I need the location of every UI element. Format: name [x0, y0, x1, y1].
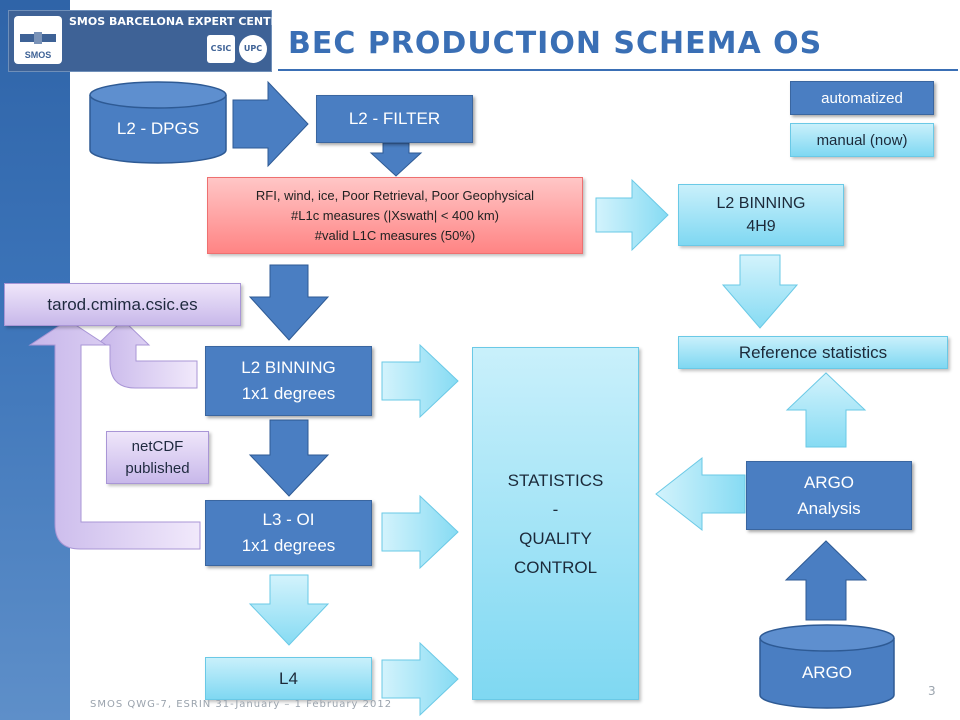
- footer-event: SMOS QWG-7, ESRIN 31-January – 1 Februar…: [90, 699, 393, 710]
- csic-logo: CSIC: [207, 35, 235, 63]
- l4-box: L4: [205, 657, 372, 700]
- arrow-argo-up: [784, 540, 868, 621]
- arrow-binning-to-statistics: [381, 343, 459, 419]
- argo-cylinder: [759, 624, 895, 709]
- argo-source-label: ARGO: [801, 663, 853, 682]
- arrow-l3-to-tarod: [28, 319, 201, 550]
- filter-criteria-line: #L1c measures (|Xswath| < 400 km): [291, 207, 499, 223]
- arrow-binning-to-tarod: [95, 319, 198, 389]
- box-line: netCDF: [131, 437, 184, 455]
- arrow-dpgs-to-filter: [232, 80, 309, 168]
- l2-dpgs-label: L2 - DPGS: [116, 119, 200, 138]
- smos-satellite-logo: SMOS: [14, 16, 62, 64]
- box-line: published: [125, 459, 190, 477]
- tarod-server-box: tarod.cmima.csic.es: [4, 283, 241, 326]
- l3-oi-box: L3 - OI 1x1 degrees: [205, 500, 372, 566]
- filter-criteria-line: RFI, wind, ice, Poor Retrieval, Poor Geo…: [255, 187, 535, 203]
- filter-criteria-box: RFI, wind, ice, Poor Retrieval, Poor Geo…: [207, 177, 583, 254]
- box-line: STATISTICS: [507, 470, 604, 490]
- page-number: 3: [928, 684, 936, 698]
- l2-binning-4h9-box: L2 BINNING 4H9: [678, 184, 844, 246]
- box-line: CONTROL: [513, 557, 598, 577]
- legend-manual: manual (now): [790, 123, 934, 157]
- l2-binning-1x1-box: L2 BINNING 1x1 degrees: [205, 346, 372, 416]
- box-line: 1x1 degrees: [241, 384, 336, 403]
- box-line: QUALITY: [519, 528, 592, 548]
- arrow-l3-to-l4: [248, 574, 330, 646]
- arrow-binning-to-l3: [248, 419, 330, 497]
- box-line: L2 BINNING: [241, 358, 336, 377]
- arrow-l4-to-statistics: [381, 641, 459, 717]
- arrow-4h9-to-reference: [721, 254, 799, 329]
- arrow-filter-down: [369, 142, 423, 177]
- satellite-icon: SMOS: [20, 32, 56, 60]
- box-line: L2 BINNING: [716, 195, 806, 212]
- arrow-argo-to-reference: [785, 372, 867, 448]
- box-line: -: [552, 499, 559, 519]
- box-line: 4H9: [746, 218, 776, 235]
- l2-dpgs-cylinder: [89, 81, 227, 164]
- title-underline: [278, 69, 958, 71]
- reference-statistics-box: Reference statistics: [678, 336, 948, 369]
- arrow-l3-to-statistics: [381, 494, 459, 570]
- filter-criteria-line: #valid L1C measures (50%): [314, 227, 476, 243]
- argo-analysis-box: ARGO Analysis: [746, 461, 912, 530]
- box-line: 1x1 degrees: [241, 536, 336, 555]
- box-line: L3 - OI: [262, 510, 315, 529]
- upc-logo: UPC: [239, 35, 267, 63]
- statistics-quality-control-box: STATISTICS - QUALITY CONTROL: [472, 347, 639, 700]
- box-line: ARGO: [803, 472, 855, 492]
- bec-logo: SMOS SMOS BARCELONA EXPERT CENTRE CSIC U…: [8, 10, 287, 72]
- box-line: Analysis: [797, 498, 861, 518]
- netcdf-published-box: netCDF published: [106, 431, 209, 484]
- legend-automatized: automatized: [790, 81, 934, 115]
- arrow-argo-to-statistics: [655, 456, 746, 532]
- satellite-label: SMOS: [25, 50, 52, 60]
- arrow-criteria-down: [248, 264, 330, 341]
- arrow-criteria-to-4h9: [595, 178, 669, 252]
- org-name: SMOS BARCELONA EXPERT CENTRE: [69, 15, 287, 28]
- page-title: BEC PRODUCTION SCHEMA OS: [288, 26, 823, 61]
- l2-filter-box: L2 - FILTER: [316, 95, 473, 143]
